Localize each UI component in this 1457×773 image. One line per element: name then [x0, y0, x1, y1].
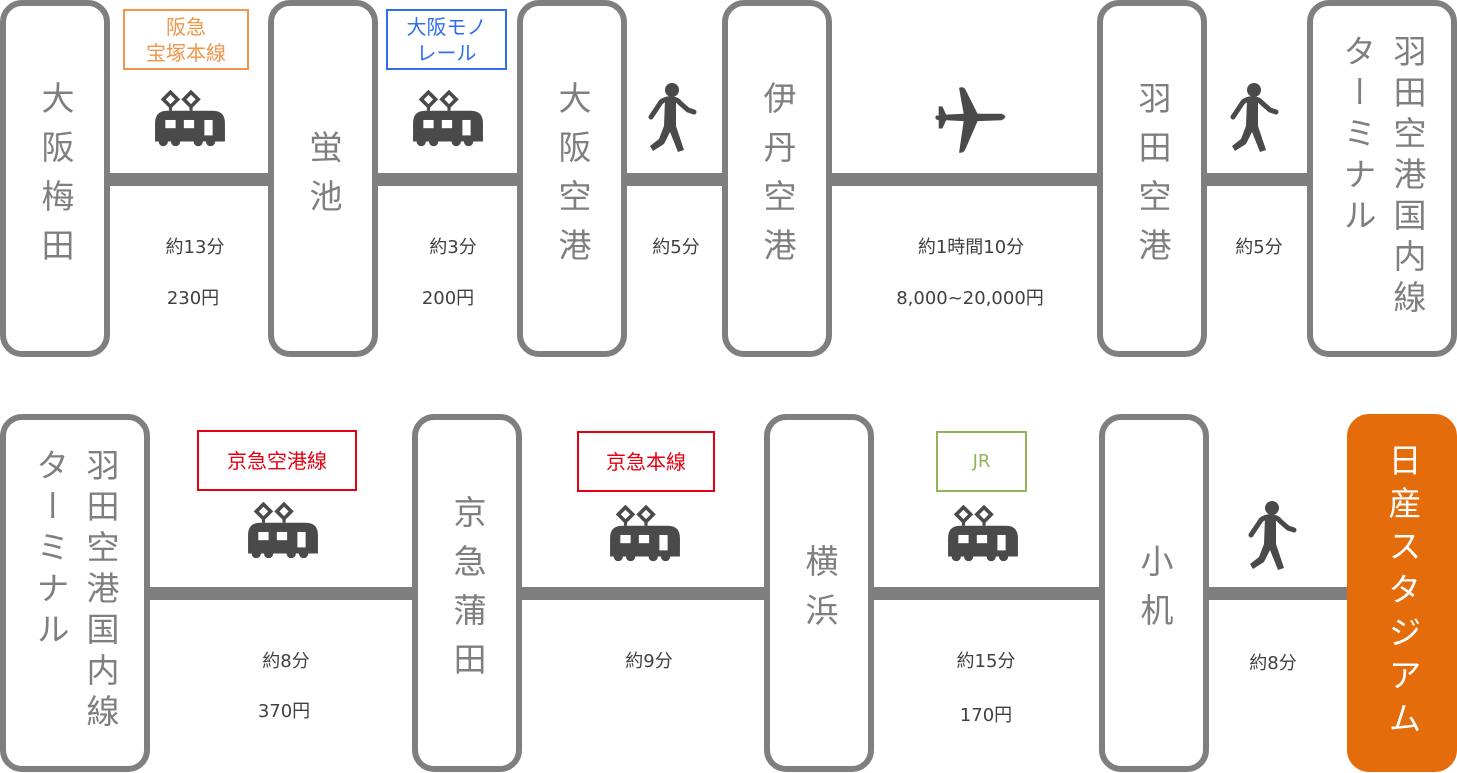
travel-time: 約8分: [262, 651, 310, 672]
line-badge-keikyu-airport: 京急空港線: [197, 430, 357, 491]
station-name: 羽田空港: [1133, 80, 1172, 277]
station-keikyu-kamata: 京急蒲田: [412, 414, 522, 772]
line-badge-hankyu-takarazuka: 阪急 宝塚本線: [123, 9, 249, 70]
station-yokohama: 横浜: [764, 414, 874, 772]
walk-icon: [648, 82, 698, 157]
travel-time: 約8分: [1249, 653, 1297, 674]
fare: 200円: [421, 288, 475, 309]
station-hotarugaike: 蛍池: [268, 0, 378, 357]
train-icon: [411, 90, 485, 152]
train-icon: [946, 505, 1020, 567]
fare: 170円: [959, 705, 1013, 726]
travel-time: 約9分: [625, 651, 673, 672]
station-name: 京急蒲田: [448, 495, 487, 691]
station-name: 大阪空港: [553, 80, 592, 277]
train-icon: [153, 90, 227, 152]
travel-time: 約5分: [652, 237, 700, 258]
station-osaka-umeda: 大阪梅田: [0, 0, 110, 357]
station-osaka-airport: 大阪空港: [517, 0, 627, 357]
walk-icon: [1248, 500, 1298, 575]
train-icon: [246, 502, 320, 564]
train-icon: [608, 505, 682, 567]
walk-icon: [1230, 82, 1280, 157]
fare: 370円: [257, 701, 311, 722]
station-name: 羽田空港国内線ターミナル: [1338, 33, 1427, 321]
station-name: 小机: [1135, 544, 1174, 642]
station-haneda-domestic-terminal: 羽田空港国内線ターミナル: [1307, 0, 1457, 357]
travel-time: 約5分: [1235, 237, 1283, 258]
station-nissan-stadium: 日産スタジアム: [1347, 414, 1457, 772]
line-badge-osaka-monorail: 大阪モノ レール: [386, 9, 507, 70]
station-name: 横浜: [800, 544, 839, 642]
line-badge-jr: JR: [936, 431, 1027, 492]
station-name: 伊丹空港: [758, 80, 797, 277]
travel-time: 約1時間10分: [917, 237, 1025, 258]
station-name: 大阪梅田: [36, 80, 75, 277]
fare: 8,000~20,000円: [896, 288, 1044, 309]
station-name: 蛍池: [304, 129, 343, 228]
fare: 230円: [166, 288, 220, 309]
line-badge-keikyu-main: 京急本線: [577, 431, 715, 492]
travel-time: 約3分: [429, 237, 477, 258]
station-kozukue: 小机: [1099, 414, 1209, 772]
station-name: 羽田空港国内線ターミナル: [31, 448, 120, 735]
travel-time: 約13分: [165, 237, 225, 258]
travel-time: 約15分: [956, 651, 1016, 672]
station-name: 日産スタジアム: [1383, 442, 1422, 744]
station-haneda-airport: 羽田空港: [1097, 0, 1207, 357]
route-line-row1: [100, 173, 1320, 186]
airplane-icon: [935, 86, 1009, 160]
station-itami-airport: 伊丹空港: [722, 0, 832, 357]
station-haneda-domestic-terminal: 羽田空港国内線ターミナル: [0, 414, 150, 772]
